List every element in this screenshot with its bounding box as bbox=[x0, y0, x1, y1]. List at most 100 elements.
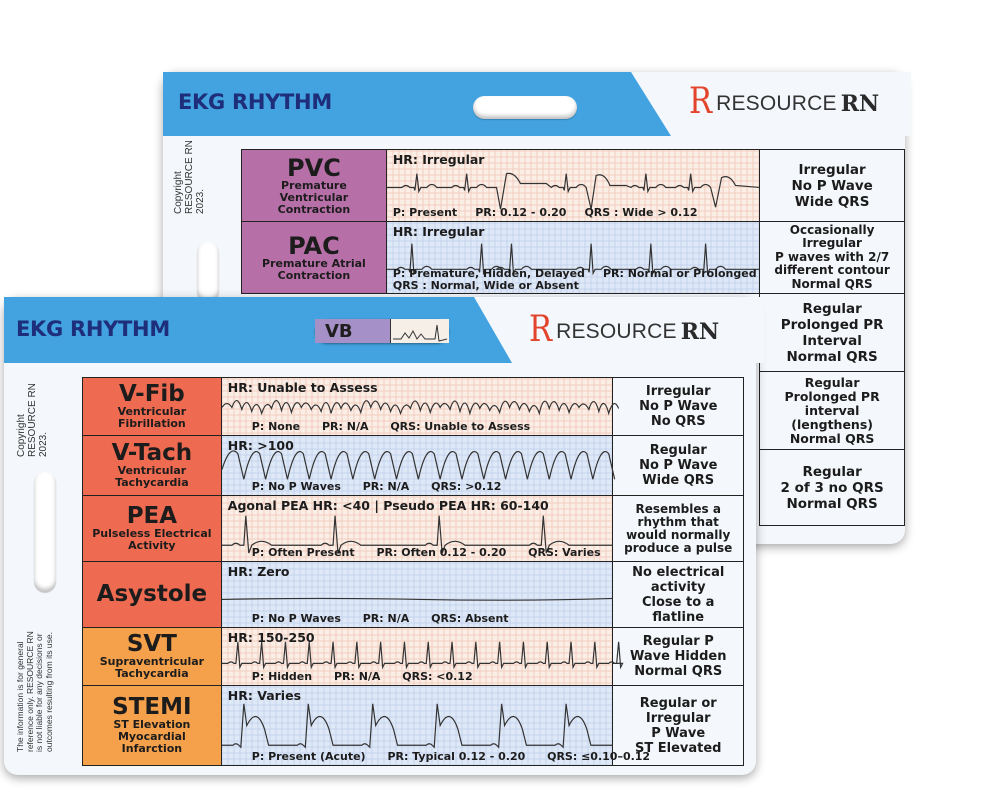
back-logo: R RESOURCE RN bbox=[687, 81, 879, 122]
copyright-line: Copyright bbox=[173, 171, 184, 214]
rhythm-name-cell: STEMI ST Elevation Myocardial Infarction bbox=[82, 685, 222, 766]
copyright-line: 2023. bbox=[38, 431, 49, 457]
rhythm-params: P: No P Waves PR: N/A QRS: >0.12 bbox=[252, 480, 520, 493]
description-line: P waves with 2/7 bbox=[775, 249, 890, 264]
front-rhythm-table: V-Fib Ventricular Fibrillation HR: Unabl… bbox=[82, 377, 744, 766]
rhythm-name: PVC bbox=[287, 153, 341, 182]
back-side-slot bbox=[197, 242, 219, 302]
description-line: Irregular bbox=[798, 161, 866, 178]
description-line: Normal QRS bbox=[786, 495, 878, 512]
pr-param: PR: Often 0.12 - 0.20 bbox=[376, 546, 507, 559]
description-line: 2 of 3 no QRS bbox=[780, 479, 884, 496]
table-row: SVT Supraventricular Tachycardia HR: 150… bbox=[82, 627, 744, 686]
pr-param: PR: Normal or Prolonged bbox=[602, 267, 757, 280]
rhythm-description: Regular 2 of 3 no QRS Normal QRS bbox=[759, 449, 905, 526]
rhythm-strip: HR: Unable to Assess P: None PR: N/A QRS… bbox=[220, 377, 619, 436]
front-header-logo-area bbox=[474, 297, 764, 363]
description-line: different contour bbox=[774, 263, 890, 278]
qrs-param: QRS : Normal, Wide or Absent bbox=[392, 279, 579, 292]
rhythm-params: P: None PR: N/A QRS: Unable to Assess bbox=[252, 420, 548, 433]
rhythm-name-cell: PAC Premature Atrial Contraction bbox=[241, 221, 387, 294]
resource-rn-logo-icon: R bbox=[689, 81, 713, 122]
rhythm-subtitle: Supraventricular Tachycardia bbox=[99, 655, 205, 680]
vb-tab[interactable]: VB bbox=[315, 319, 449, 343]
heart-rate-label: HR: Zero bbox=[227, 564, 290, 579]
rhythm-subtitle: Pulseless Electrical Activity bbox=[92, 527, 212, 552]
description-line: Resembles a bbox=[635, 501, 721, 516]
p-wave-param: P: None bbox=[251, 420, 301, 433]
rhythm-params: P: Present (Acute) PR: Typical 0.12 - 0.… bbox=[252, 750, 668, 763]
description-line: ST Elevated bbox=[634, 740, 722, 756]
pac-waveform bbox=[386, 243, 760, 276]
rhythm-strip: HR: Irregular P: Premature, Hidden, Dela… bbox=[385, 221, 761, 294]
rhythm-params: P: No P Waves PR: N/A QRS: Absent bbox=[252, 612, 527, 625]
description-line: Wave Hidden bbox=[629, 649, 727, 664]
table-row: PVC Premature Ventricular Contraction HR… bbox=[241, 149, 905, 222]
rhythm-name: STEMI bbox=[112, 694, 192, 720]
rhythm-waveform bbox=[221, 400, 619, 416]
heart-rate-label: HR: Unable to Assess bbox=[227, 380, 378, 395]
description-line: Regular bbox=[649, 443, 707, 458]
front-logo: R RESOURCE RN bbox=[527, 309, 720, 350]
disclaimer-line: outcomes resulting from its use. bbox=[43, 632, 54, 752]
description-line: Prolonged PR bbox=[780, 316, 884, 333]
rhythm-waveform bbox=[221, 450, 616, 480]
description-line: Normal QRS bbox=[789, 430, 875, 446]
qrs-param: QRS : Wide > 0.12 bbox=[584, 206, 698, 219]
table-row: Regular Prolonged PR Interval Normal QRS bbox=[242, 293, 905, 372]
rhythm-description: Regular Prolonged PR Interval Normal QRS bbox=[759, 293, 905, 372]
pr-param: PR: N/A bbox=[362, 612, 410, 625]
rhythm-name: V-Tach bbox=[111, 440, 193, 466]
qrs-param: QRS: Absent bbox=[431, 612, 509, 625]
rhythm-name-cell: Asystole bbox=[82, 561, 222, 628]
description-line: produce a pulse bbox=[624, 540, 733, 555]
p-wave-param: P: No P Waves bbox=[251, 612, 341, 625]
rhythm-description: Irregular No P Wave Wide QRS bbox=[759, 149, 905, 222]
logo-suffix: RN bbox=[680, 319, 720, 345]
qrs-param: QRS: Varies bbox=[528, 546, 601, 559]
rhythm-subtitle: Premature Ventricular Contraction bbox=[277, 178, 351, 216]
description-line: flatline bbox=[652, 609, 705, 625]
heart-rate-label: HR: Varies bbox=[227, 688, 302, 703]
back-card: EKG RHYTHM R RESOURCE RN Copyright RESOU… bbox=[163, 72, 911, 544]
front-card: EKG RHYTHM VB R RESOURCE RN Copyright RE… bbox=[4, 297, 764, 775]
rhythm-name: Asystole bbox=[96, 581, 208, 607]
resource-rn-logo-icon: R bbox=[529, 309, 553, 350]
back-rhythm-table: PVC Premature Ventricular Contraction HR… bbox=[241, 149, 905, 526]
pr-param: PR: N/A bbox=[321, 420, 369, 433]
description-line: (lengthens) bbox=[791, 416, 873, 432]
p-wave-param: P: Premature, Hidden, Delayed bbox=[392, 267, 585, 280]
description-line: Normal QRS bbox=[786, 348, 878, 365]
vb-tab-label: VB bbox=[315, 319, 390, 343]
table-row: Regular 2 of 3 no QRS Normal QRS bbox=[242, 449, 905, 526]
table-row: V-Fib Ventricular Fibrillation HR: Unabl… bbox=[82, 377, 744, 436]
rhythm-subtitle: Premature Atrial Contraction bbox=[262, 256, 366, 282]
description-line: Normal QRS bbox=[634, 664, 723, 679]
rhythm-name: PAC bbox=[288, 231, 340, 260]
description-line: Irregular bbox=[645, 384, 711, 399]
vb-tab-strip bbox=[390, 319, 449, 343]
pr-param: PR: N/A bbox=[362, 480, 410, 493]
heart-rate-label: HR: 150-250 bbox=[227, 630, 315, 645]
rhythm-waveform bbox=[221, 703, 613, 749]
copyright-line: 2023. bbox=[195, 188, 206, 214]
rhythm-params: P: Hidden PR: N/A QRS: <0.12 bbox=[252, 670, 491, 683]
copyright-line: RESOURCE RN bbox=[184, 140, 195, 214]
description-line: interval bbox=[804, 402, 860, 418]
description-line: Wide QRS bbox=[642, 473, 715, 488]
description-line: Regular bbox=[804, 374, 860, 390]
description-line: would normally bbox=[626, 527, 731, 542]
qrs-param: QRS: Unable to Assess bbox=[390, 420, 531, 433]
heart-rate-label: Agonal PEA HR: <40 | Pseudo PEA HR: 60-1… bbox=[227, 498, 549, 513]
rhythm-strip: HR: 150-250 P: Hidden PR: N/A QRS: <0.12 bbox=[220, 627, 624, 686]
description-line: P Wave bbox=[651, 725, 706, 741]
rhythm-name-cell: V-Tach Ventricular Tachycardia bbox=[82, 435, 222, 496]
rhythm-strip: HR: Zero P: No P Waves PR: N/A QRS: Abse… bbox=[220, 561, 614, 628]
back-header-logo-area bbox=[631, 72, 911, 136]
description-line: Normal QRS bbox=[791, 276, 873, 291]
rhythm-description: Regular Prolonged PR interval (lengthens… bbox=[759, 371, 905, 450]
rhythm-waveform bbox=[221, 597, 613, 601]
